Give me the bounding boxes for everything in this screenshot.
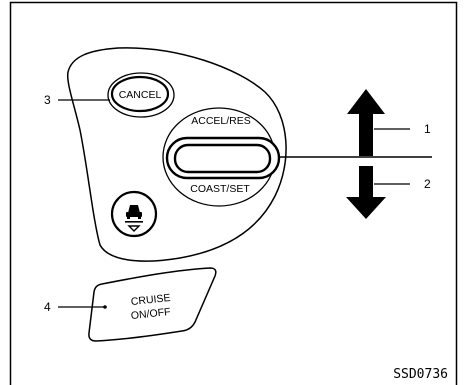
cancel-button[interactable]: CANCEL (107, 72, 175, 118)
accel-res-label: ACCEL/RES (191, 115, 251, 127)
cruise-on-off-switch[interactable]: CRUISE ON/OFF (88, 267, 217, 342)
down-arrow-icon (346, 166, 386, 219)
cancel-button-label: CANCEL (119, 89, 162, 101)
figure-code: SSD0736 (393, 367, 448, 382)
callout-3: 3 (44, 93, 51, 107)
figure-frame (9, 1, 458, 385)
callout-2: 2 (424, 177, 431, 191)
cruise-switch-label-line2: ON/OFF (130, 306, 171, 322)
accel-coast-rocker[interactable]: ACCEL/RES COAST/SET (162, 107, 281, 207)
vehicle-indicator-button[interactable] (110, 190, 158, 238)
leader-dot-4 (103, 305, 107, 309)
callout-1: 1 (424, 122, 431, 136)
up-arrow-icon (347, 89, 385, 156)
callout-4: 4 (44, 300, 51, 314)
coast-set-label: COAST/SET (190, 183, 250, 195)
rocker-inner (173, 143, 272, 174)
cruise-switch-label-line1: CRUISE (130, 292, 171, 308)
vehicle-ahead-icon (125, 205, 143, 232)
